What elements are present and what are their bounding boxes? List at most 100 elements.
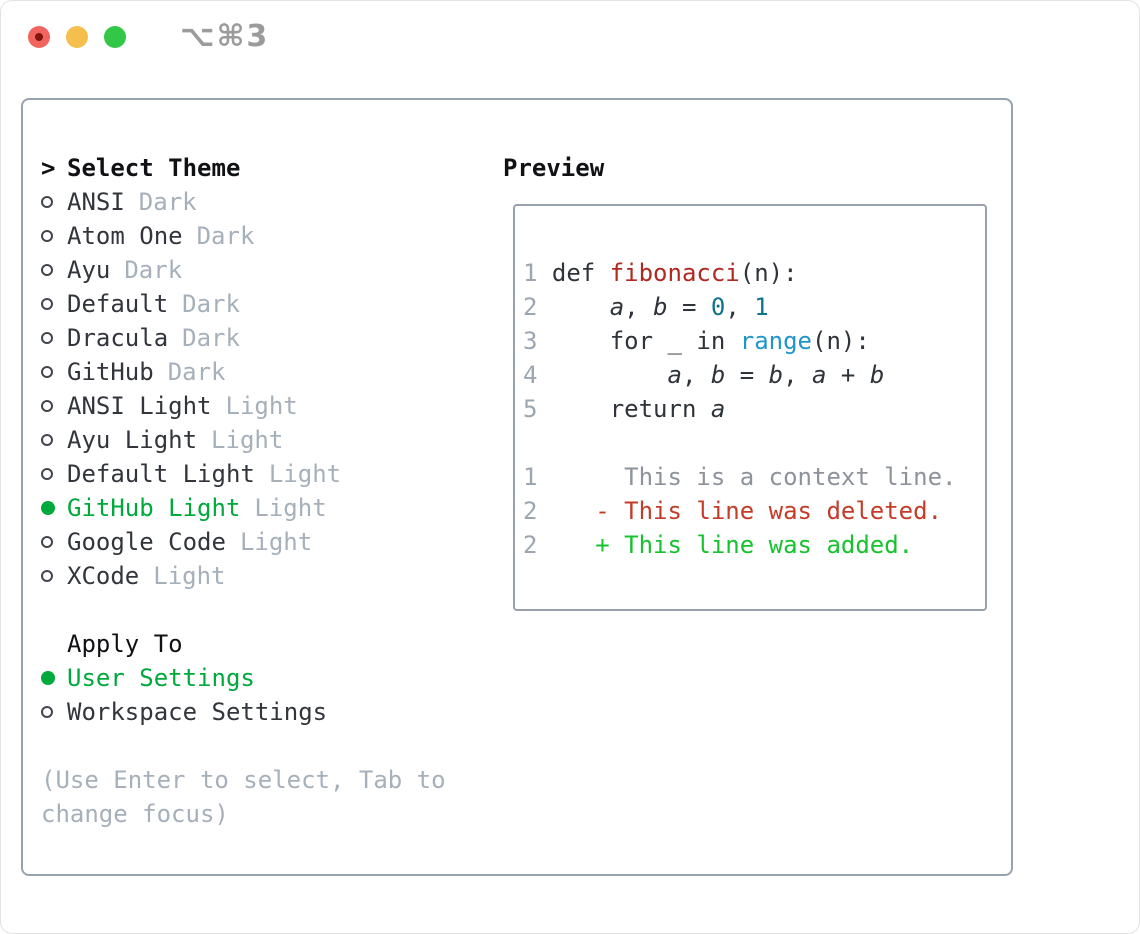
filled-circle-icon: [41, 501, 55, 515]
code-line: 1 This is a context line.: [523, 460, 985, 494]
apply-to-option[interactable]: Workspace Settings: [41, 695, 471, 729]
code-line: 2 a, b = 0, 1: [523, 290, 985, 324]
radio-icon: [41, 298, 67, 310]
code-line: 4 a, b = b, a + b: [523, 358, 985, 392]
close-button[interactable]: [28, 26, 50, 48]
code-segment-num: 3: [523, 327, 538, 355]
filled-circle-icon: [41, 671, 55, 685]
code-segment-ctx: This is a context line.: [537, 463, 957, 491]
maximize-button[interactable]: [104, 26, 126, 48]
code-segment-code: return: [537, 395, 711, 423]
titlebar: ⌥⌘3: [28, 19, 270, 54]
code-segment-var: a: [609, 293, 625, 321]
option-label: Default: [67, 290, 169, 318]
hollow-circle-icon: [41, 332, 53, 344]
theme-option[interactable]: ANSI Dark: [41, 185, 471, 219]
apply-to-option[interactable]: User Settings: [41, 661, 471, 695]
code-line: 2 + This line was added.: [523, 528, 985, 562]
code-segment-var: b: [653, 293, 668, 321]
hollow-circle-icon: [41, 434, 53, 446]
code-segment-code: [537, 361, 667, 389]
minimize-button[interactable]: [66, 26, 88, 48]
code-line: 2 - This line was deleted.: [523, 494, 985, 528]
hollow-circle-icon: [41, 536, 53, 548]
preview-code: 1 def fibonacci(n):2 a, b = 0, 1 3 for _ …: [523, 256, 985, 562]
option-variant-tag: Dark: [182, 324, 240, 352]
option-label: Workspace Settings: [67, 698, 328, 726]
option-label: Ayu Light: [67, 426, 198, 454]
option-label: ANSI: [67, 188, 125, 216]
radio-icon: [41, 434, 67, 446]
code-line: 5 return a: [523, 392, 985, 426]
option-label: Ayu: [67, 256, 111, 284]
theme-option[interactable]: GitHub Light Light: [41, 491, 471, 525]
radio-icon: [41, 230, 67, 242]
select-theme-header: >Select Theme: [41, 151, 471, 185]
code-segment-code: =: [725, 361, 769, 389]
code-segment-var: a: [667, 361, 682, 389]
hollow-circle-icon: [41, 400, 53, 412]
code-segment-code: ,: [725, 293, 755, 321]
code-segment-builtin: range: [739, 327, 812, 355]
unsaved-dot-icon: [35, 33, 43, 41]
option-variant-tag: Light: [254, 494, 327, 522]
theme-option[interactable]: Default Light Light: [41, 457, 471, 491]
code-segment-code: (n):: [739, 259, 798, 287]
code-segment-var: a: [812, 361, 827, 389]
code-segment-code: +: [826, 361, 870, 389]
code-line: [523, 426, 985, 460]
code-segment-num: 2: [523, 531, 538, 559]
option-variant-tag: Light: [268, 460, 342, 488]
radio-icon: [41, 570, 67, 582]
apply-to-header: Apply To: [67, 630, 183, 658]
code-segment-code: [537, 497, 595, 525]
option-variant-tag: Dark: [124, 256, 183, 284]
hollow-circle-icon: [41, 468, 53, 480]
option-variant-tag: Dark: [196, 222, 255, 250]
code-segment-code: ,: [681, 361, 711, 389]
option-variant-tag: Dark: [138, 188, 197, 216]
option-label: GitHub: [67, 358, 154, 386]
option-label: Default Light: [67, 460, 255, 488]
code-line: 1 def fibonacci(n):: [523, 256, 985, 290]
window-title: ⌥⌘3: [180, 19, 270, 54]
option-label: GitHub Light: [67, 494, 241, 522]
option-label: Atom One: [67, 222, 183, 250]
code-segment-var: b: [710, 361, 726, 389]
code-segment-code: (n):: [812, 327, 870, 355]
help-text: (Use Enter to select, Tab to change focu…: [41, 766, 446, 828]
code-segment-code: for _ in: [537, 327, 740, 355]
code-segment-var: a: [710, 395, 726, 423]
preview-header: Preview: [503, 151, 604, 185]
code-segment-code: def: [537, 259, 610, 287]
theme-option[interactable]: Atom One Dark: [41, 219, 471, 253]
code-segment-code: [537, 293, 609, 321]
theme-option[interactable]: Ayu Dark: [41, 253, 471, 287]
radio-icon: [41, 366, 67, 378]
code-segment-code: ,: [624, 293, 654, 321]
option-variant-tag: Light: [153, 562, 226, 590]
option-variant-tag: Light: [225, 392, 298, 420]
focus-caret-icon: >: [41, 154, 56, 182]
option-label: User Settings: [67, 664, 255, 692]
radio-icon: [41, 536, 67, 548]
radio-icon: [41, 264, 67, 276]
code-segment-num: 2: [523, 293, 538, 321]
code-segment-num: 2: [523, 497, 538, 525]
radio-selected-icon: [41, 671, 67, 685]
code-segment-var: b: [869, 361, 885, 389]
option-variant-tag: Light: [239, 528, 313, 556]
hollow-circle-icon: [41, 264, 53, 276]
hollow-circle-icon: [41, 570, 53, 582]
spacer: [41, 593, 471, 627]
